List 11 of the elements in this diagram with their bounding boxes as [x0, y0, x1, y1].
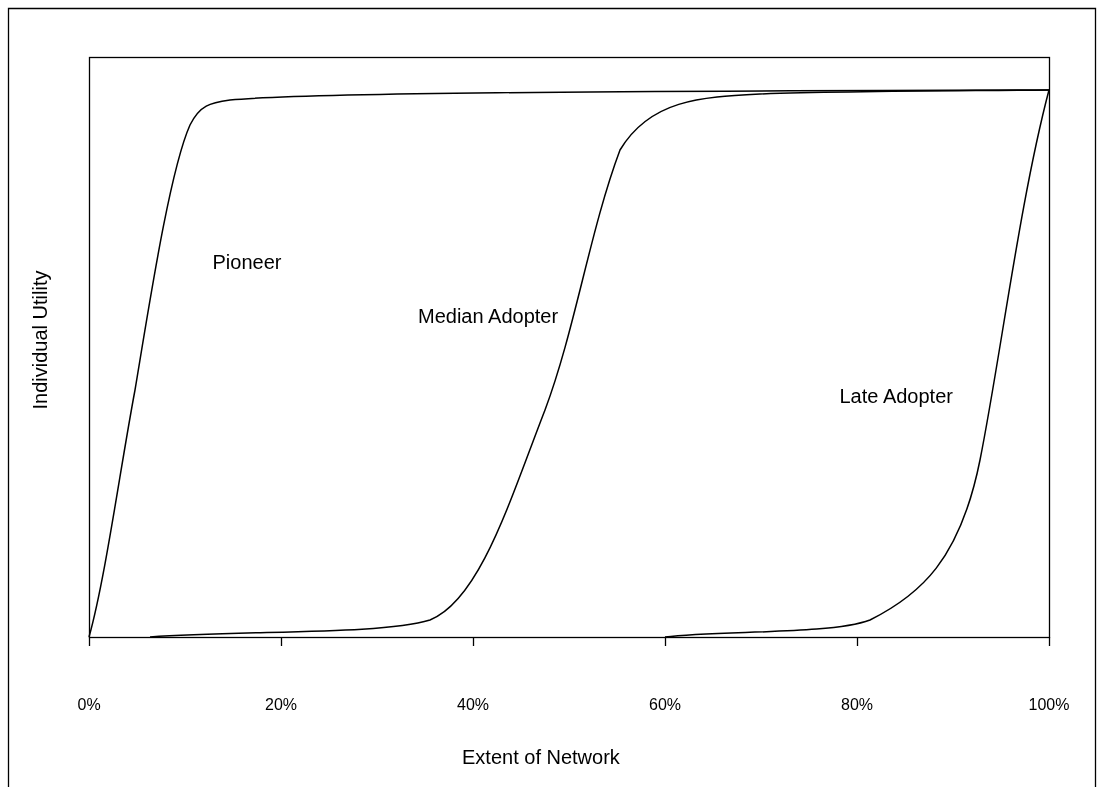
axis-title: Individual Utility — [30, 270, 50, 410]
curve-label: Median Adopter — [418, 306, 559, 326]
axis-title: Extent of Network — [462, 747, 620, 767]
tick-label: 40% — [457, 697, 490, 713]
tick-label: 20% — [265, 697, 298, 713]
curve-label: Late Adopter — [839, 386, 953, 406]
tick-label: 80% — [841, 697, 874, 713]
tick-label: 0% — [77, 697, 101, 713]
tick-label: 60% — [649, 697, 682, 713]
curve-label: Pioneer — [212, 252, 282, 272]
tick-label: 100% — [1028, 697, 1070, 713]
